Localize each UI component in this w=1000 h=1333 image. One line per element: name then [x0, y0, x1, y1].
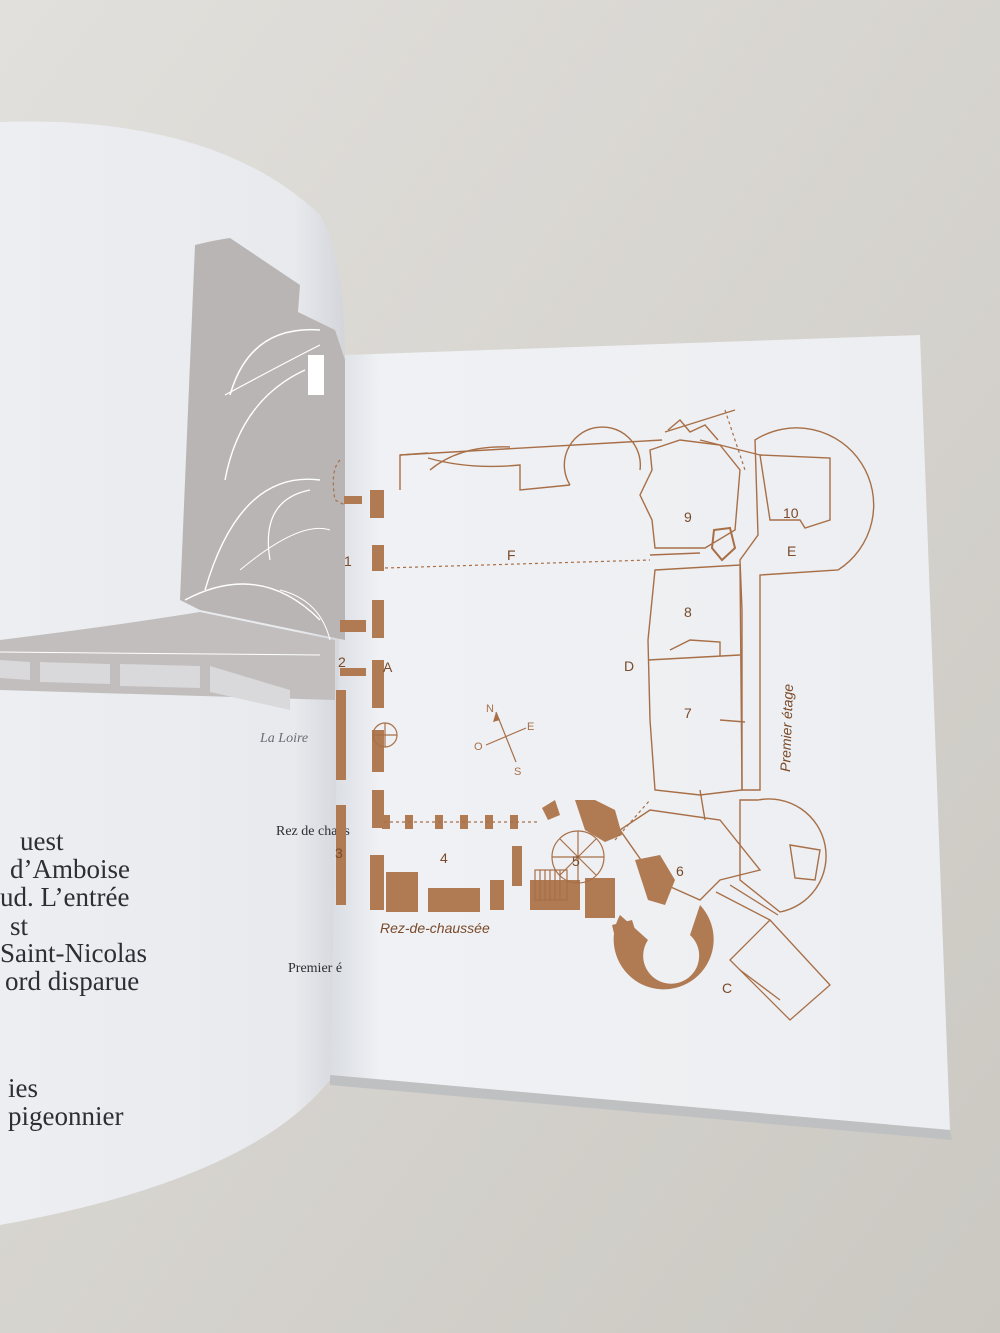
- room-label-9: 9: [684, 509, 692, 525]
- legend-line: ies: [8, 1073, 38, 1103]
- compass-o: O: [474, 741, 483, 753]
- plan-north-wall: [399, 409, 736, 491]
- legend-line: Saint-Nicolas: [0, 938, 147, 968]
- page-edge-shadow: [330, 1075, 952, 1140]
- legend-line: ord disparue: [5, 966, 139, 996]
- room-label-6: 6: [676, 863, 684, 879]
- room-label-7: 7: [684, 705, 692, 721]
- room-label-8: 8: [684, 604, 692, 620]
- room-label-a: A: [383, 659, 393, 675]
- legend-lines: uest d’Amboise ud. L’entrée st Saint-Nic…: [0, 826, 147, 1131]
- room-label-1: 1: [344, 553, 352, 569]
- cut-label-first: Premier é: [288, 961, 342, 976]
- compass-rose: N E S O: [474, 703, 534, 778]
- legend-line: ud. L’entrée: [0, 882, 129, 912]
- room-label-4: 4: [440, 850, 448, 866]
- river-label: La Loire: [259, 731, 308, 746]
- room-label-2: 2: [338, 654, 346, 670]
- room-label-5: 5: [572, 853, 580, 869]
- room-label-e: E: [787, 543, 796, 559]
- ground-floor-caption: Rez-de-chaussée: [380, 920, 490, 936]
- plan-dashed-lines: [332, 409, 746, 841]
- room-label-d: D: [624, 658, 634, 674]
- staircase-5: [372, 722, 605, 901]
- room-label-f: F: [507, 547, 516, 563]
- left-illustration: [0, 238, 345, 710]
- castle-floor-plan: [332, 409, 875, 990]
- compass-n: N: [486, 703, 494, 715]
- legend-line: uest: [20, 826, 64, 856]
- cut-label-ground: Rez de chaus: [276, 824, 350, 839]
- compass-e: E: [527, 721, 534, 733]
- legend-line: d’Amboise: [10, 854, 130, 884]
- legend-line: st: [10, 911, 29, 941]
- room-label-10: 10: [783, 505, 799, 521]
- first-floor-caption: Premier étage: [777, 683, 796, 772]
- plan-labels: 1 2 3 4 5 6 7 8 9 10 A C D E F: [335, 505, 799, 996]
- right-page: [330, 335, 950, 1130]
- room-label-3: 3: [335, 845, 343, 861]
- room-label-c: C: [722, 980, 732, 996]
- legend-line: pigeonnier: [8, 1101, 123, 1131]
- entrance-bridge: [715, 884, 831, 1021]
- compass-s: S: [514, 766, 521, 778]
